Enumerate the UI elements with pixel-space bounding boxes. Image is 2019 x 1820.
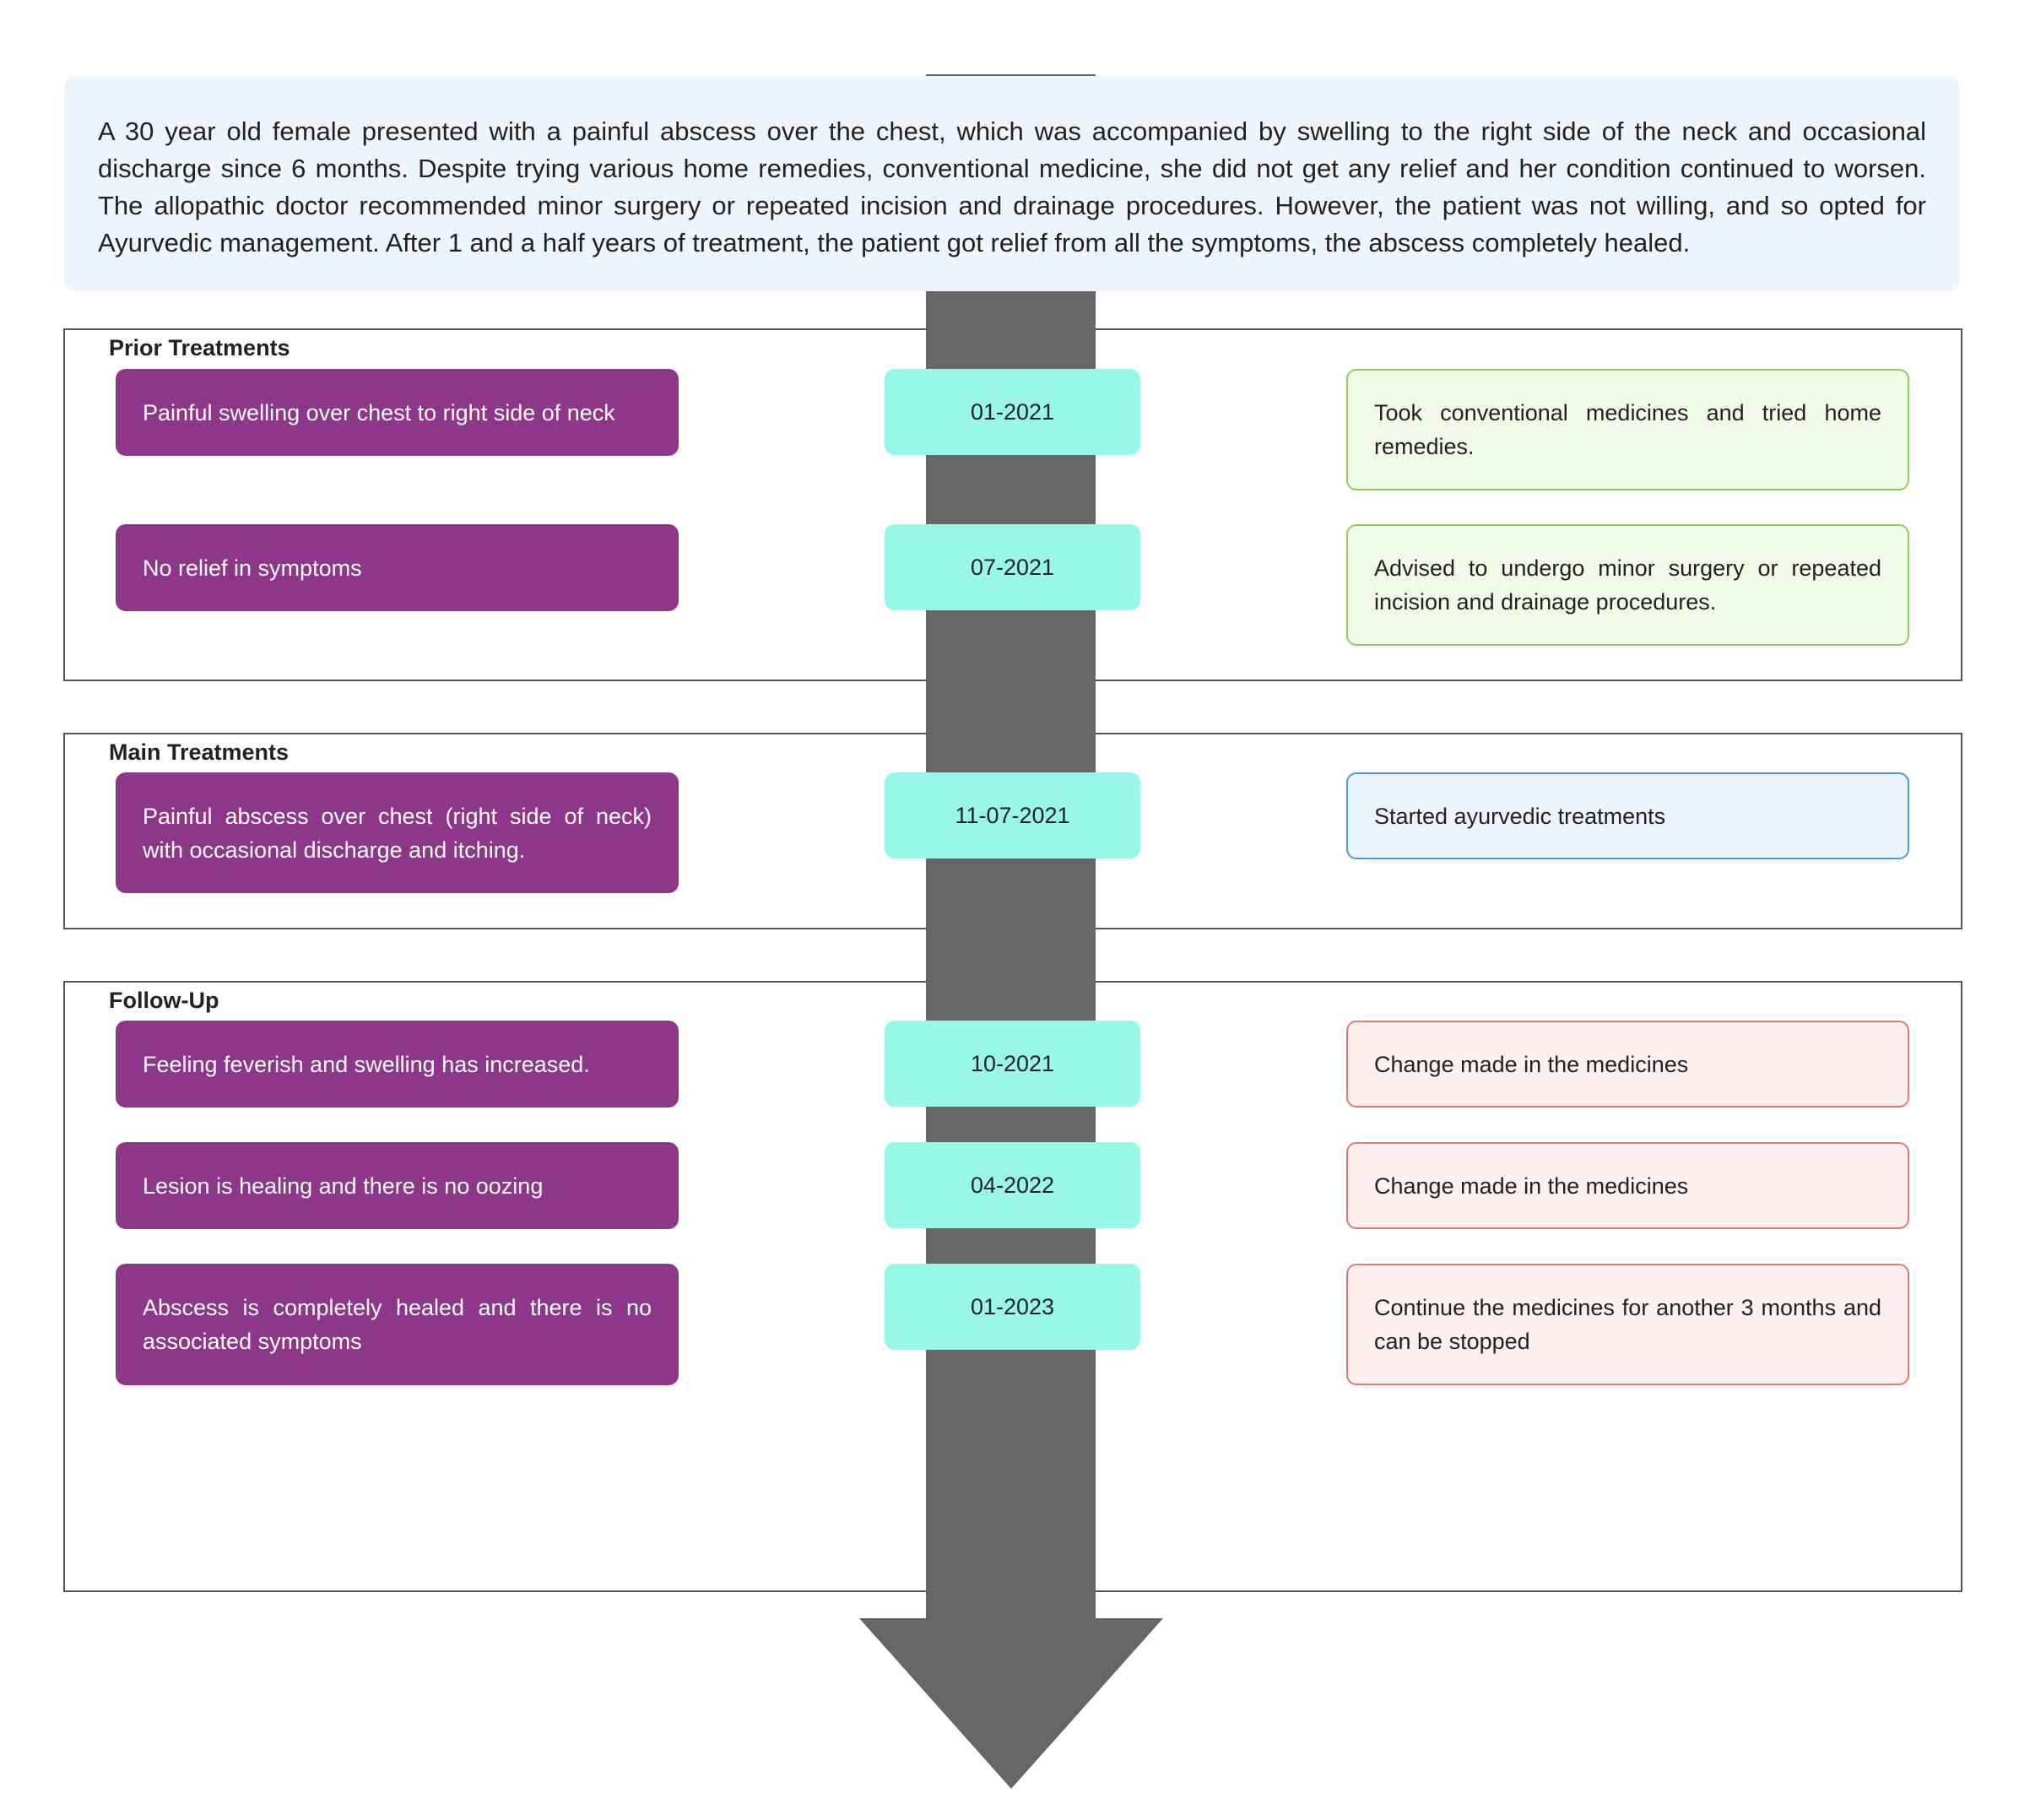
- timeline-arrow-head: [859, 1618, 1163, 1789]
- date-badge: 11-07-2021: [885, 772, 1140, 859]
- action-card: Started ayurvedic treatments: [1346, 772, 1909, 859]
- event-card: No relief in symptoms: [116, 524, 679, 611]
- section-title-prior-treatments: Prior Treatments: [109, 335, 290, 360]
- date-badge: 01-2023: [885, 1264, 1140, 1350]
- section-title-main-treatments: Main Treatments: [109, 739, 290, 765]
- date-badge: 04-2022: [885, 1142, 1140, 1228]
- case-summary: A 30 year old female presented with a pa…: [64, 76, 1960, 291]
- action-card: Advised to undergo minor surgery or repe…: [1346, 524, 1909, 646]
- event-card: Lesion is healing and there is no oozing: [116, 1142, 679, 1229]
- action-card: Change made in the medicines: [1346, 1142, 1909, 1229]
- event-card: Painful abscess over chest (right side o…: [116, 772, 679, 893]
- event-card: Painful swelling over chest to right sid…: [116, 369, 679, 456]
- date-badge: 07-2021: [885, 524, 1140, 610]
- date-badge: 10-2021: [885, 1021, 1140, 1107]
- action-card: Continue the medicines for another 3 mon…: [1346, 1264, 1909, 1385]
- action-card: Took conventional medicines and tried ho…: [1346, 369, 1909, 490]
- event-card: Abscess is completely healed and there i…: [116, 1264, 679, 1385]
- event-card: Feeling feverish and swelling has increa…: [116, 1021, 679, 1108]
- date-badge: 01-2021: [885, 369, 1140, 455]
- section-title-follow-up: Follow-Up: [109, 988, 219, 1013]
- action-card: Change made in the medicines: [1346, 1021, 1909, 1108]
